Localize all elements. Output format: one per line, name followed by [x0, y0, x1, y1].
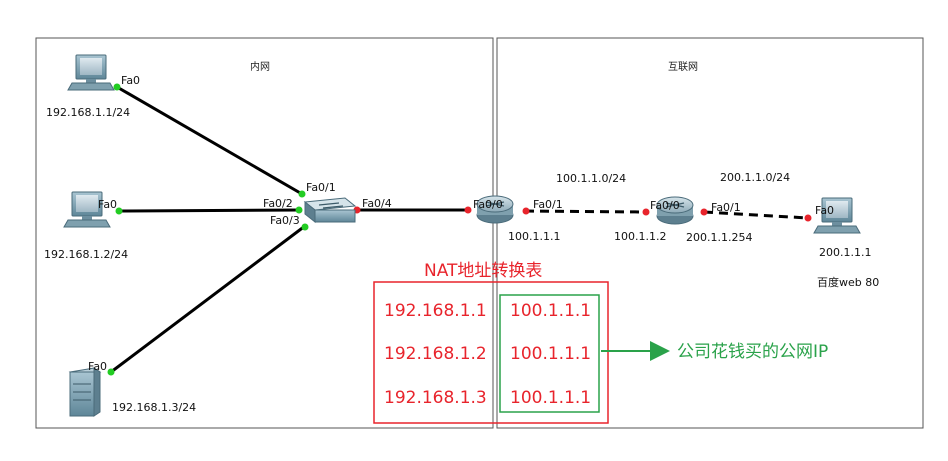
link-up-dot	[298, 190, 306, 198]
router2-ip-out-label: 200.1.1.254	[686, 231, 752, 244]
web-server-port-label: Fa0	[815, 204, 834, 217]
router1-port-out: Fa0/1	[533, 198, 563, 211]
switch-port-fa0-1: Fa0/1	[306, 181, 336, 194]
nat-table-border	[373, 281, 609, 424]
server-port-label: Fa0	[88, 360, 107, 373]
nat-table-title: NAT地址转换表	[424, 261, 542, 281]
pc1-port-label: Fa0	[121, 74, 140, 87]
router2-icon[interactable]	[656, 196, 694, 225]
nat-inside-ip: 192.168.1.2	[384, 344, 487, 364]
link-down-dot	[804, 214, 812, 222]
switch-port-fa0-3: Fa0/3	[270, 214, 300, 227]
router2-port-out: Fa0/1	[711, 201, 741, 214]
router1-port-in: Fa0/0	[473, 198, 503, 211]
nat-inside-ip: 192.168.1.1	[384, 301, 487, 321]
link-status-dots	[107, 83, 812, 376]
internet-zone-label: 互联网	[668, 61, 698, 73]
web-server-ip-label: 200.1.1.1	[819, 246, 871, 259]
switch-port-fa0-4: Fa0/4	[362, 197, 392, 210]
lan-zone-label: 内网	[250, 60, 270, 73]
link-up-dot	[113, 83, 121, 91]
link-pc1-switch	[116, 85, 303, 196]
link-up-dot	[107, 368, 115, 376]
link-down-dot	[464, 206, 472, 214]
router1-ip-label: 100.1.1.1	[508, 230, 560, 243]
link-server-switch	[110, 224, 306, 374]
web-server-service-label: 百度web 80	[817, 275, 879, 289]
nat-inside-ip: 192.168.1.3	[384, 388, 487, 408]
pc1-ip-label: 192.168.1.1/24	[46, 106, 130, 119]
router1-icon[interactable]	[476, 195, 514, 224]
pc2-port-label: Fa0	[98, 198, 117, 211]
link-pc2-switch	[118, 208, 301, 213]
nat-public-column-box	[499, 294, 600, 413]
link-router2-webserver	[703, 210, 809, 220]
pc2-ip-label: 192.168.1.2/24	[44, 248, 128, 261]
nat-outside-ip: 100.1.1.1	[510, 301, 591, 321]
pc1-icon[interactable]	[67, 54, 115, 91]
link-down-dot	[522, 207, 530, 215]
internet-zone-box	[496, 37, 924, 429]
web-server-pc-icon[interactable]	[813, 197, 861, 234]
server-ip-label: 192.168.1.3/24	[112, 401, 196, 414]
router2-ip-in-label: 100.1.1.2	[614, 230, 666, 243]
link-router1-router2	[524, 209, 647, 214]
router2-port-in: Fa0/0	[650, 199, 680, 212]
switch-icon[interactable]	[303, 197, 357, 224]
lan-zone-box	[35, 37, 494, 429]
nat-table: NAT地址转换表 192.168.1.1 100.1.1.1 192.168.1…	[373, 261, 609, 424]
network-wan2-label: 200.1.1.0/24	[720, 171, 790, 184]
pc2-icon[interactable]	[63, 191, 111, 228]
public-ip-note: 公司花钱买的公网IP	[677, 342, 828, 362]
switch-port-fa0-2: Fa0/2	[263, 197, 293, 210]
network-wan1-label: 100.1.1.0/24	[556, 172, 626, 185]
link-down-dot	[700, 208, 708, 216]
link-up-dot	[301, 223, 309, 231]
link-up-dot	[295, 206, 303, 214]
server-icon[interactable]	[68, 367, 102, 417]
link-up-dot	[115, 207, 123, 215]
link-down-dot	[642, 208, 650, 216]
nat-outside-ip: 100.1.1.1	[510, 388, 591, 408]
nat-outside-ip: 100.1.1.1	[510, 344, 591, 364]
